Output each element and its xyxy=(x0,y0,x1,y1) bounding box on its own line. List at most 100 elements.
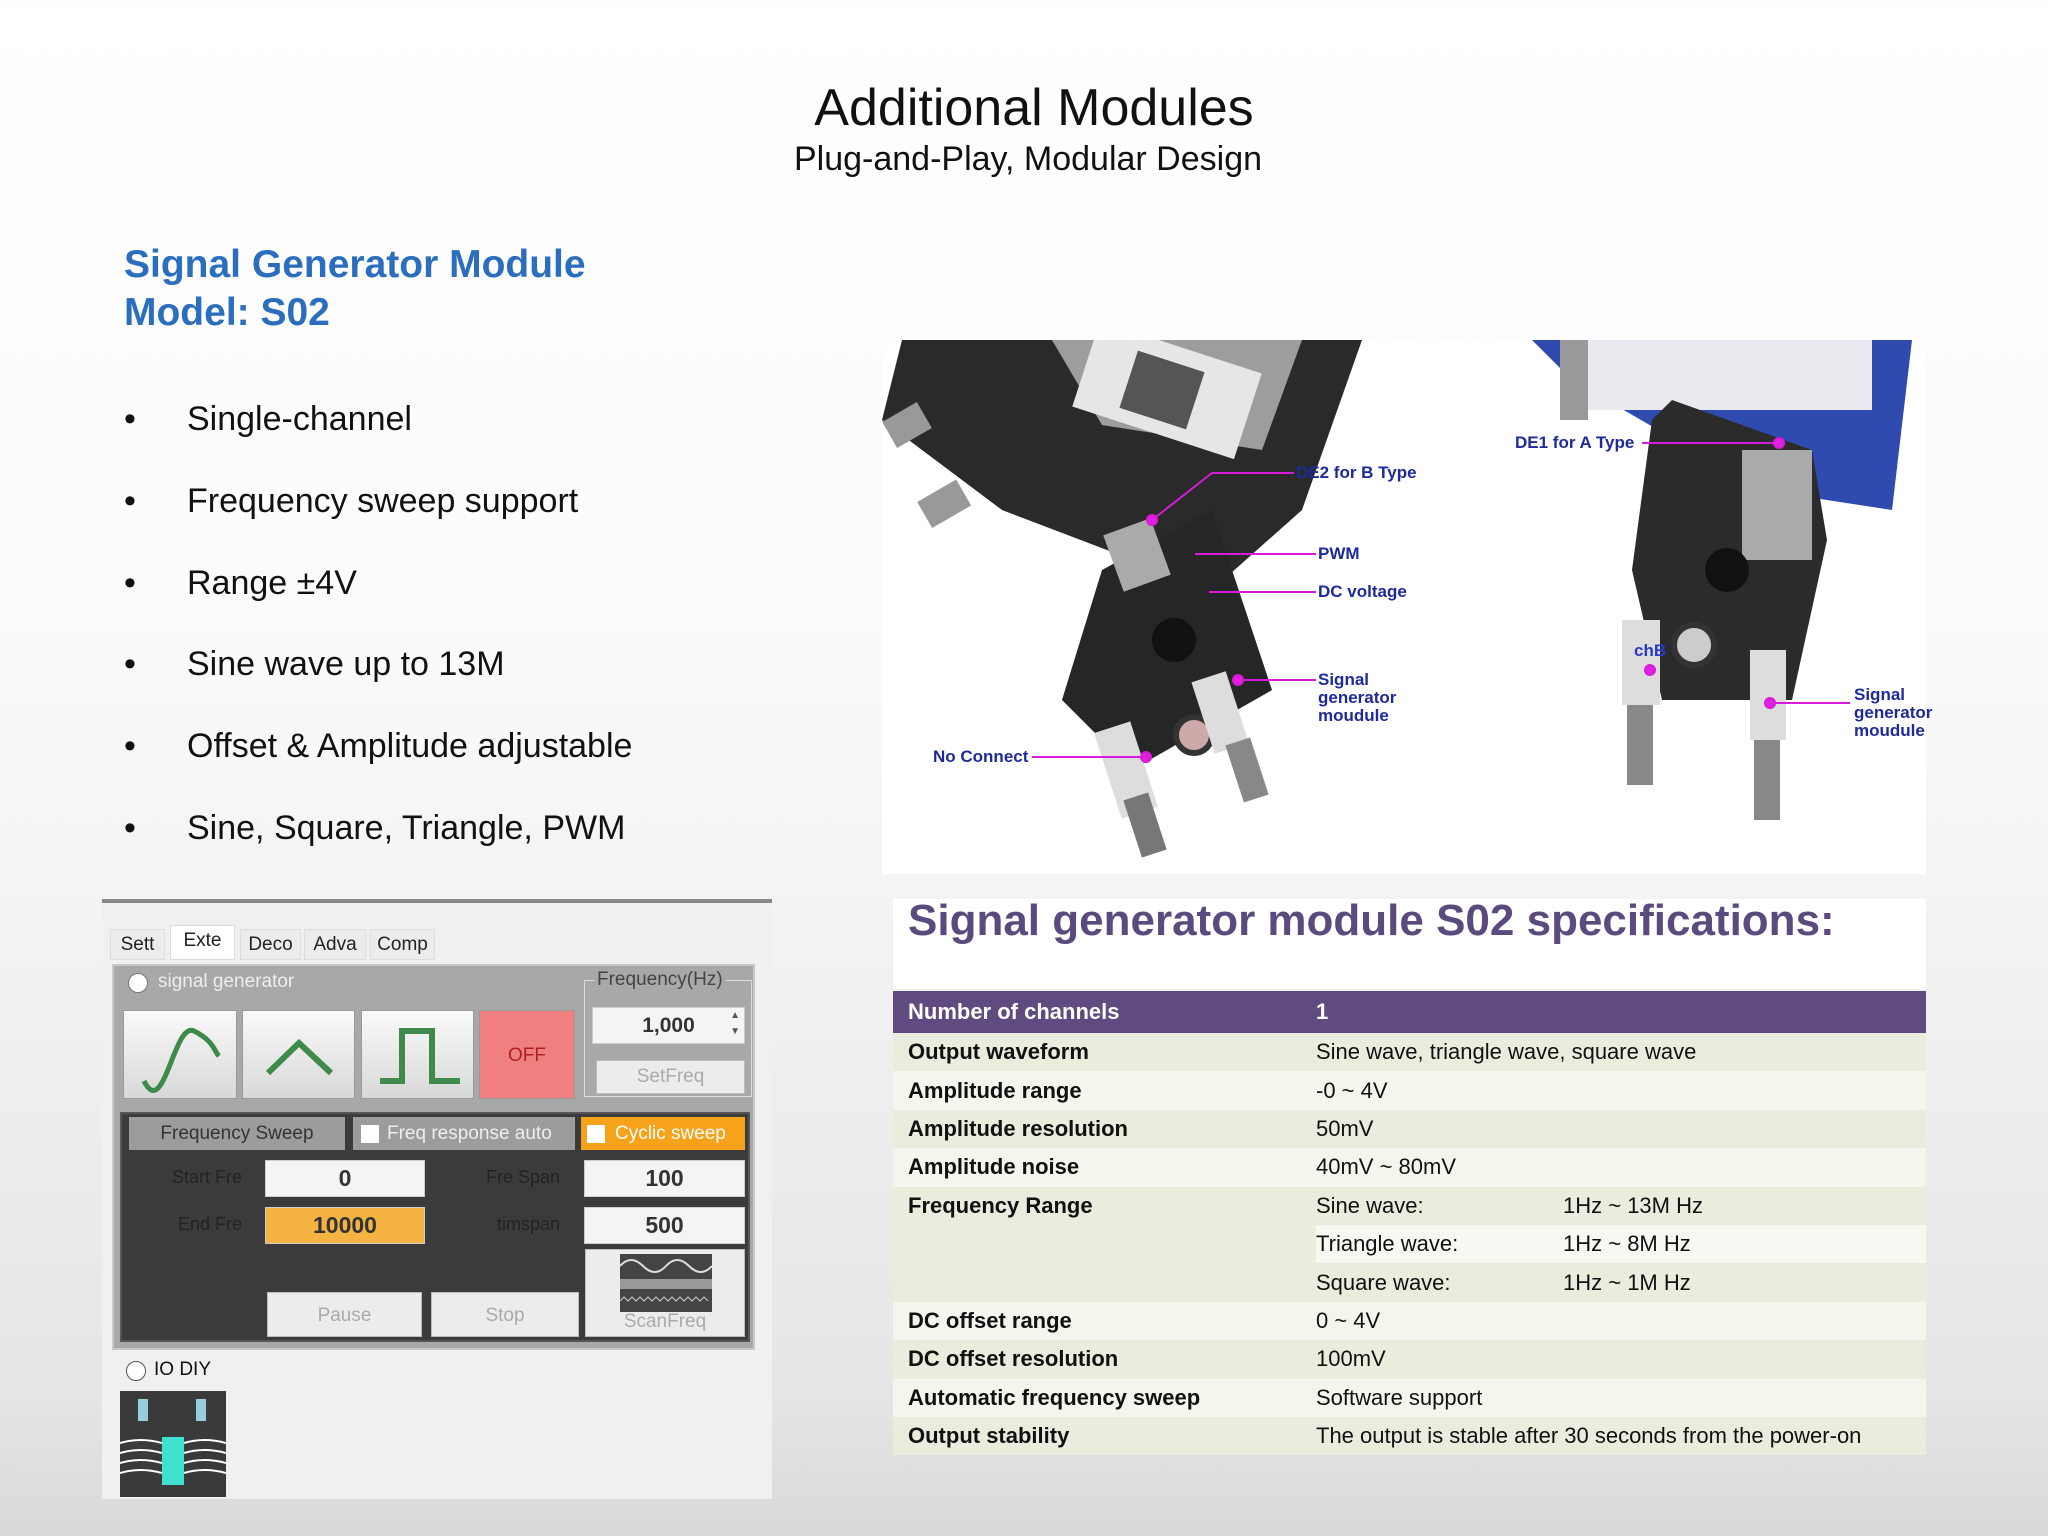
start-fre-label: Start Fre xyxy=(171,1167,242,1187)
table-row: Amplitude resolution 50mV xyxy=(893,1109,1926,1149)
module-model: Model: S02 xyxy=(124,291,330,334)
table-row: Amplitude noise 40mV ~ 80mV xyxy=(893,1148,1926,1187)
spec-label: Amplitude range xyxy=(908,1077,1082,1103)
label-dc-voltage: DC voltage xyxy=(1318,582,1407,601)
spec-title: Signal generator module S02 specificatio… xyxy=(908,896,1835,945)
page-subtitle: Plug-and-Play, Modular Design xyxy=(793,140,1263,178)
label-no-connect: No Connect xyxy=(933,747,1029,766)
spec-label: Output waveform xyxy=(908,1039,1089,1065)
setfreq-button[interactable]: SetFreq xyxy=(596,1060,745,1094)
label-de2: DE2 for B Type xyxy=(1296,463,1417,482)
spec-range: 1Hz ~ 1M Hz xyxy=(1563,1269,1691,1295)
tab-comp[interactable]: Comp xyxy=(370,929,435,960)
start-fre-input[interactable]: 0 xyxy=(265,1160,425,1197)
spec-range: 1Hz ~ 8M Hz xyxy=(1563,1231,1691,1257)
bullet-icon: • xyxy=(124,564,136,602)
triangle-wave-button[interactable] xyxy=(242,1010,355,1099)
spec-label: Amplitude resolution xyxy=(908,1115,1128,1141)
table-row: Square wave: 1Hz ~ 1M Hz xyxy=(893,1263,1926,1302)
tab-adva[interactable]: Adva xyxy=(304,929,366,960)
spec-value: Square wave: xyxy=(1316,1269,1451,1295)
label-chb: chB xyxy=(1634,641,1667,660)
spec-label: Automatic frequency sweep xyxy=(908,1384,1201,1410)
feature-text: Sine, Square, Triangle, PWM xyxy=(187,809,626,847)
software-panel: Sett Exte Deco Adva Comp signal generato… xyxy=(102,899,772,1499)
spec-value: Software support xyxy=(1316,1384,1483,1410)
table-header-row: Number of channels 1 xyxy=(893,991,1926,1033)
cyclic-sweep-checkbox[interactable]: Cyclic sweep xyxy=(581,1117,745,1150)
signal-generator-label: signal generator xyxy=(158,971,295,992)
feature-text: Offset & Amplitude adjustable xyxy=(187,727,633,765)
spec-label: Output stability xyxy=(908,1423,1070,1449)
pause-button[interactable]: Pause xyxy=(267,1292,422,1337)
checkbox-icon xyxy=(587,1125,605,1143)
io-diy-radio[interactable] xyxy=(126,1361,146,1381)
end-fre-label: End Fre xyxy=(177,1214,242,1234)
freq-response-auto-checkbox[interactable]: Freq response auto xyxy=(353,1117,575,1150)
spinner-icon: ▲▼ xyxy=(730,1010,740,1037)
table-row: Automatic frequency sweep Software suppor… xyxy=(893,1378,1926,1417)
off-button[interactable]: OFF xyxy=(479,1010,575,1099)
feature-text: Sine wave up to 13M xyxy=(187,645,505,683)
sine-wave-button[interactable] xyxy=(123,1010,237,1099)
checkbox-icon xyxy=(361,1125,379,1143)
spec-value: 0 ~ 4V xyxy=(1316,1307,1381,1333)
table-row: Triangle wave: 1Hz ~ 8M Hz xyxy=(893,1224,1926,1264)
tab-exte[interactable]: Exte xyxy=(170,925,235,960)
module-heading: Signal Generator Module xyxy=(124,243,586,286)
spec-value: Triangle wave: xyxy=(1316,1231,1459,1257)
table-row: DC offset range 0 ~ 4V xyxy=(893,1301,1926,1341)
bullet-icon: • xyxy=(124,727,136,765)
spec-value: The output is stable after 30 seconds fr… xyxy=(1316,1423,1862,1449)
label-pwm: PWM xyxy=(1318,544,1360,563)
bullet-icon: • xyxy=(124,645,136,683)
io-diy-label: IO DIY xyxy=(154,1359,212,1380)
square-wave-icon xyxy=(380,1028,460,1084)
feature-text: Frequency sweep support xyxy=(187,482,579,520)
scan-waveform-icon xyxy=(620,1254,712,1312)
spec-label: Frequency Range xyxy=(908,1192,1093,1218)
timspan-label: timspan xyxy=(496,1214,560,1234)
spec-background xyxy=(893,899,1926,989)
timspan-input[interactable]: 500 xyxy=(584,1207,745,1244)
spec-value: Sine wave, triangle wave, square wave xyxy=(1316,1039,1697,1065)
frequency-input[interactable]: 1,000▲▼ xyxy=(592,1007,745,1044)
spec-label: Number of channels xyxy=(908,999,1120,1024)
table-row: DC offset resolution 100mV xyxy=(893,1340,1926,1379)
spec-label: Amplitude noise xyxy=(908,1154,1080,1180)
label-de1: DE1 for A Type xyxy=(1515,433,1635,452)
stop-button[interactable]: Stop xyxy=(431,1292,579,1337)
bullet-icon: • xyxy=(124,400,136,438)
frequency-group-label: Frequency(Hz) xyxy=(594,969,726,991)
spec-range: 1Hz ~ 13M Hz xyxy=(1563,1192,1703,1218)
table-row: Amplitude range -0 ~ 4V xyxy=(893,1071,1926,1110)
signal-generator-radio[interactable] xyxy=(128,973,148,993)
frequency-sweep-button[interactable]: Frequency Sweep xyxy=(129,1117,345,1150)
bullet-icon: • xyxy=(124,809,136,847)
table-row: Output waveform Sine wave, triangle wave,… xyxy=(893,1033,1926,1072)
feature-text: Single-channel xyxy=(187,400,412,438)
spec-value: 100mV xyxy=(1316,1346,1386,1372)
end-fre-input[interactable]: 10000 xyxy=(265,1207,425,1244)
spec-value: 1 xyxy=(1316,999,1329,1024)
spec-label: DC offset resolution xyxy=(908,1346,1119,1372)
spec-label: DC offset range xyxy=(908,1307,1072,1333)
spec-value: 50mV xyxy=(1316,1115,1374,1141)
triangle-wave-icon xyxy=(265,1038,334,1076)
bullet-icon: • xyxy=(124,482,136,520)
page-title: Additional Modules xyxy=(814,79,1254,137)
scanfreq-button[interactable]: ScanFreq xyxy=(585,1249,745,1337)
tab-sett[interactable]: Sett xyxy=(110,929,165,960)
spec-value: 40mV ~ 80mV xyxy=(1316,1154,1457,1180)
sine-wave-icon xyxy=(141,1028,221,1093)
tab-deco[interactable]: Deco xyxy=(240,929,301,960)
feature-text: Range ±4V xyxy=(187,564,357,602)
device-illustration xyxy=(882,340,1912,858)
io-diy-icon[interactable] xyxy=(120,1391,226,1497)
square-wave-button[interactable] xyxy=(361,1010,474,1099)
fre-span-input[interactable]: 100 xyxy=(584,1160,745,1197)
spec-value: -0 ~ 4V xyxy=(1316,1077,1388,1103)
